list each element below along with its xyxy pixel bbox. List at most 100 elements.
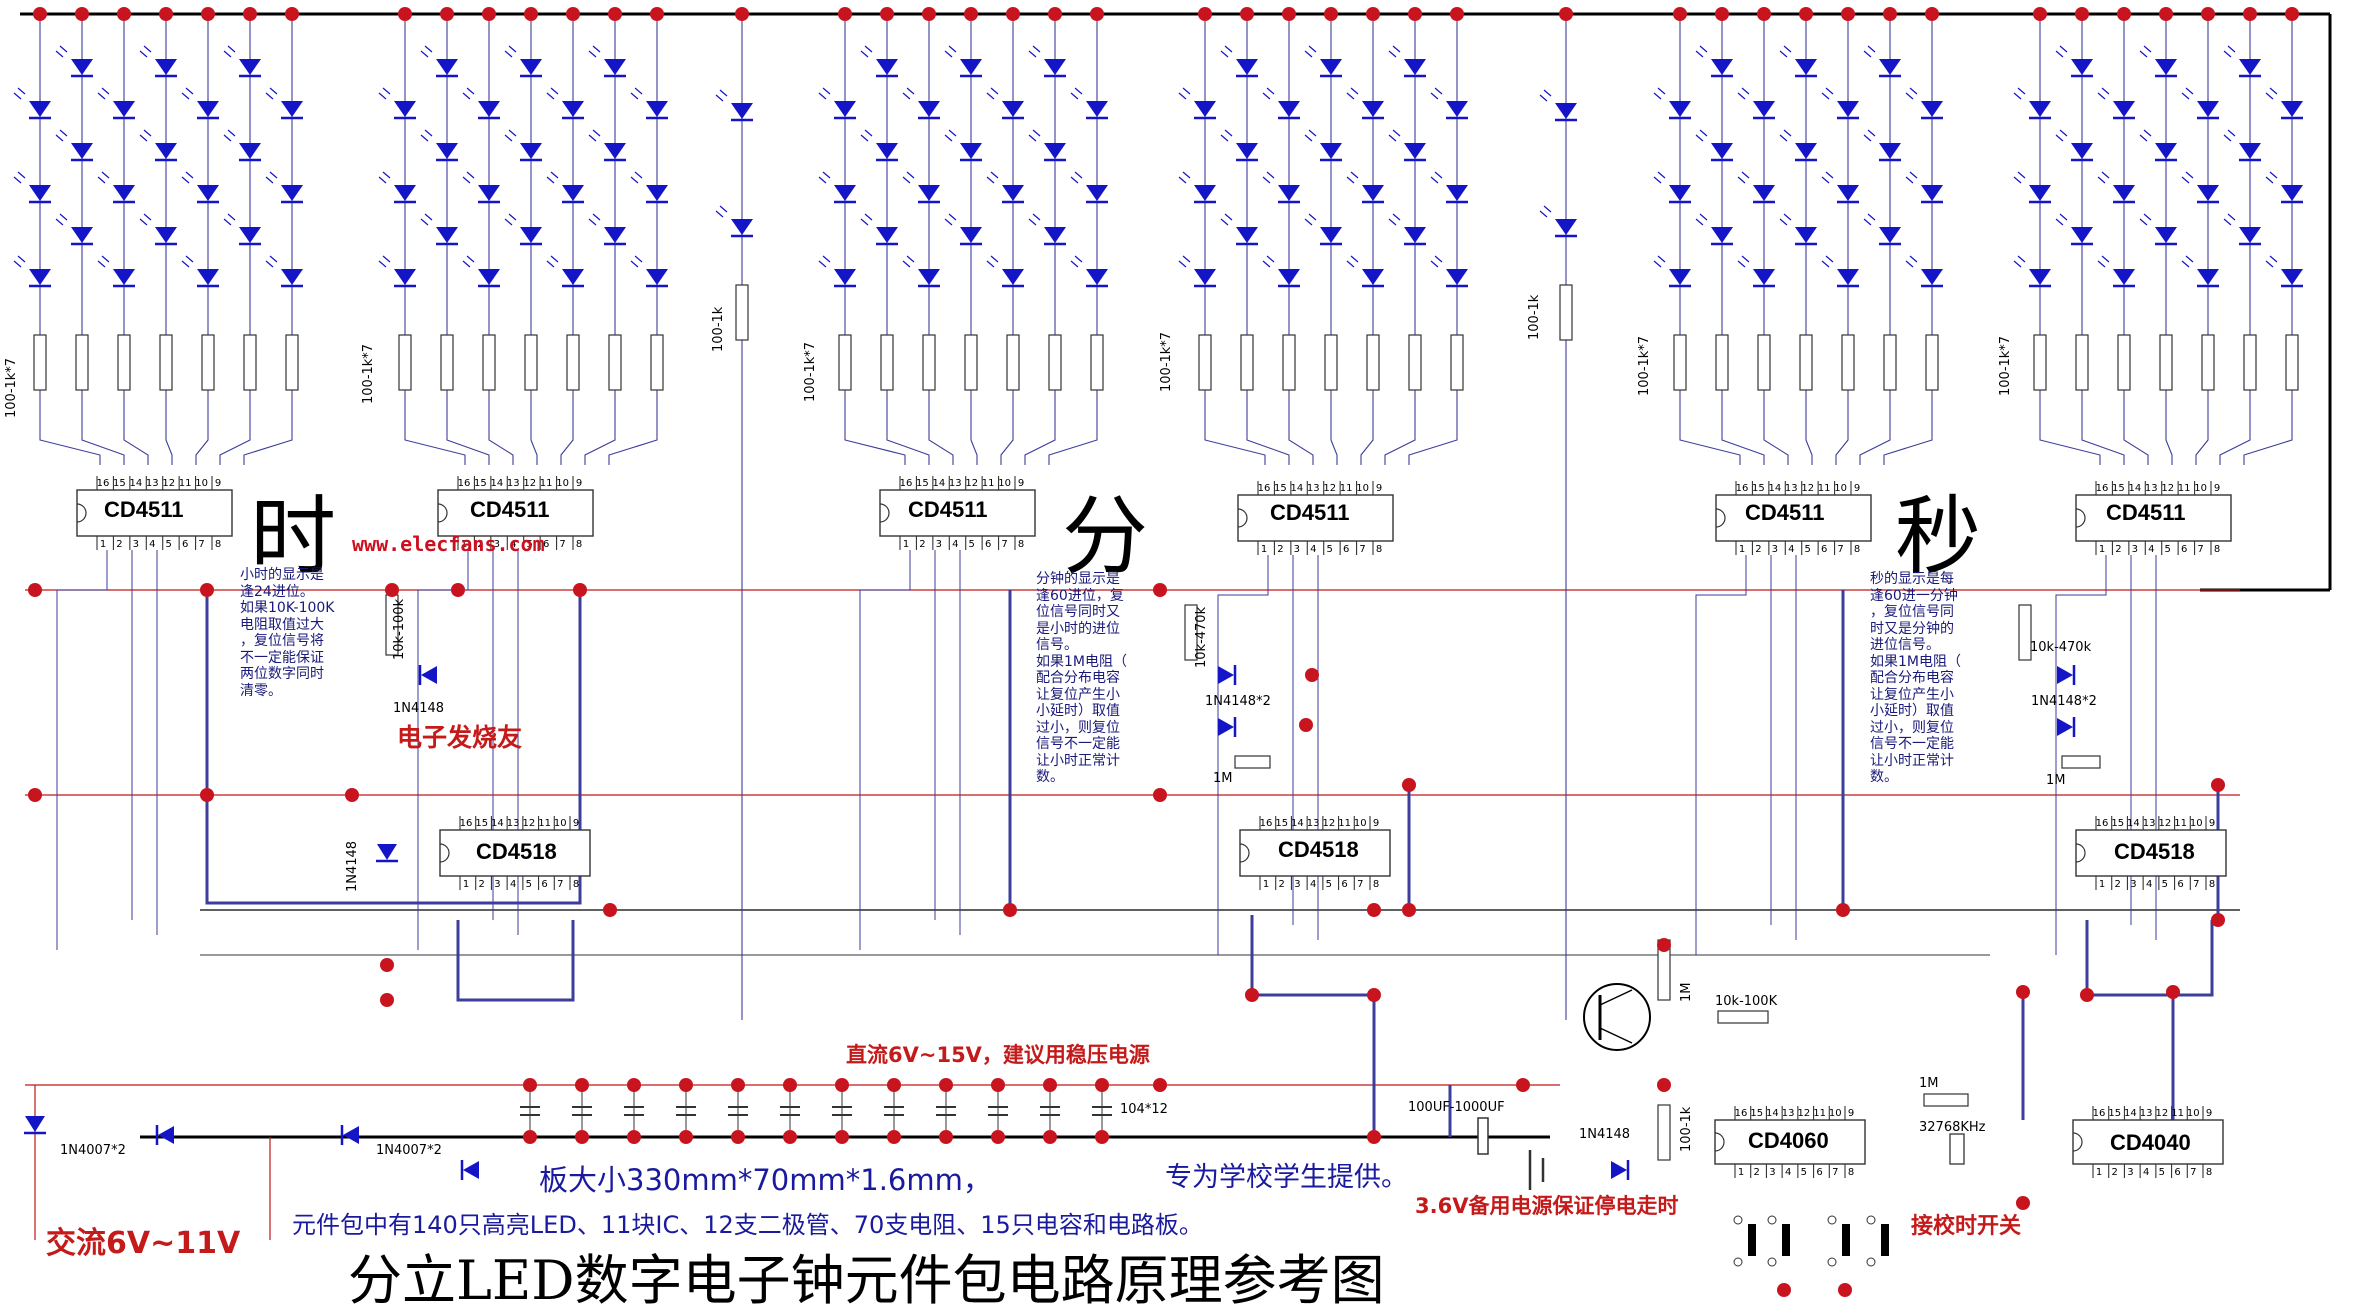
- ic-notch: [2072, 1132, 2083, 1152]
- junction-dot: [1003, 903, 1017, 917]
- led-ray: [634, 171, 643, 179]
- led-ray: [1741, 87, 1750, 95]
- ic-notch: [2075, 843, 2086, 863]
- led-ray: [948, 129, 957, 137]
- led-ray: [1032, 213, 1041, 221]
- led-ray: [223, 50, 232, 58]
- junction-dot: [1402, 903, 1416, 917]
- top-rail-junction-dot: [2243, 7, 2257, 21]
- led-icon: [2071, 227, 2093, 243]
- ic-notch: [1237, 508, 1248, 528]
- led-ray: [420, 134, 429, 142]
- ic-pin-number: 5: [1801, 1167, 1807, 1178]
- ic-pin-number: 1: [461, 539, 467, 550]
- led-icon: [646, 101, 668, 117]
- led-ray: [1543, 89, 1552, 97]
- cap-junction-dot: [627, 1078, 641, 1092]
- led-ray: [1032, 45, 1041, 53]
- led-icon: [1879, 59, 1901, 75]
- led-icon: [1921, 101, 1943, 117]
- segment-wire: [2039, 420, 2101, 465]
- ic-pin-number: 4: [2148, 544, 2154, 555]
- led-ray: [101, 171, 110, 179]
- junction-dot: [603, 903, 617, 917]
- ic-pin-number: 10: [554, 818, 567, 829]
- ic-cd4518-second: CD4518: [2114, 839, 2195, 864]
- led-icon: [239, 143, 261, 159]
- led-ray: [1070, 92, 1079, 100]
- led-ray: [1346, 176, 1355, 184]
- led-ray: [719, 205, 728, 213]
- push-switch-icon: [1748, 1224, 1756, 1256]
- segment-wire: [1883, 420, 1933, 465]
- ic-pin-number: 12: [2161, 483, 2174, 494]
- ic-pin-number: 15: [2112, 483, 2125, 494]
- led-icon: [876, 59, 898, 75]
- led-ray: [2013, 176, 2022, 184]
- led-ray: [1863, 50, 1872, 58]
- top-rail-junction-dot: [1282, 7, 1296, 21]
- led-icon: [436, 227, 458, 243]
- led-ray: [1867, 129, 1876, 137]
- segment-wire: [2123, 420, 2149, 465]
- led-ray: [715, 210, 724, 218]
- segment-resistor-icon: [2075, 334, 2089, 391]
- ic-pin-number: 10: [2190, 818, 2203, 829]
- top-rail-junction-dot: [1240, 7, 1254, 21]
- led-ray: [1653, 92, 1662, 100]
- ic-pin-number: 6: [2181, 544, 2187, 555]
- led-ray: [1074, 87, 1083, 95]
- ic-pin-number: 8: [2214, 544, 2220, 555]
- junction-dot: [200, 583, 214, 597]
- segment-resistor-icon: [650, 334, 664, 391]
- cap-junction-dot: [835, 1130, 849, 1144]
- segment-wire: [560, 420, 574, 465]
- led-ray: [508, 129, 517, 137]
- segment-wire: [2165, 420, 2173, 465]
- junction-dot: [1153, 788, 1167, 802]
- segment-wire: [1835, 420, 1849, 465]
- led-icon: [113, 185, 135, 201]
- minute-reset-wire: [1250, 915, 1376, 1137]
- segment-wire: [2081, 420, 2125, 465]
- junction-dot: [2166, 985, 2180, 999]
- cap-junction-dot: [939, 1078, 953, 1092]
- led-ray: [1821, 260, 1830, 268]
- led-ray: [1350, 255, 1359, 263]
- cap-junction-dot: [887, 1078, 901, 1092]
- led-icon: [1278, 185, 1300, 201]
- led-icon: [71, 227, 93, 243]
- top-rail-junction-dot: [2117, 7, 2131, 21]
- led-ray: [97, 176, 106, 184]
- crystal-label: 32768KHz: [1919, 1120, 1986, 1135]
- led-ray: [508, 45, 517, 53]
- led-ray: [420, 218, 429, 226]
- led-ray: [1220, 134, 1229, 142]
- led-icon: [2113, 185, 2135, 201]
- ic-pin-number: 11: [538, 818, 551, 829]
- ic-pin-number: 3: [936, 539, 942, 550]
- ic-pin-number: 13: [146, 478, 159, 489]
- led-ray: [1657, 255, 1666, 263]
- cd4518-body: [439, 829, 591, 877]
- led-icon: [520, 143, 542, 159]
- led-ray: [1783, 45, 1792, 53]
- led-icon: [918, 101, 940, 117]
- led-ray: [1028, 218, 1037, 226]
- ic-pin-number: 13: [507, 818, 520, 829]
- led-icon: [2281, 185, 2303, 201]
- led-ray: [97, 92, 106, 100]
- led-ray: [2223, 134, 2232, 142]
- cap-junction-dot: [1095, 1078, 1109, 1092]
- segment-resistor-icon: [1408, 334, 1422, 391]
- led-ray: [59, 45, 68, 53]
- segment-resistor-icon: [2159, 334, 2173, 391]
- led-ray: [1737, 176, 1746, 184]
- led-ray: [1266, 171, 1275, 179]
- led-ray: [101, 255, 110, 263]
- led-ray: [1783, 213, 1792, 221]
- wires: [20, 12, 2332, 1240]
- cap-bank-label: 104*12: [1120, 1102, 1168, 1117]
- led-icon: [1194, 101, 1216, 117]
- led-ray: [1178, 176, 1187, 184]
